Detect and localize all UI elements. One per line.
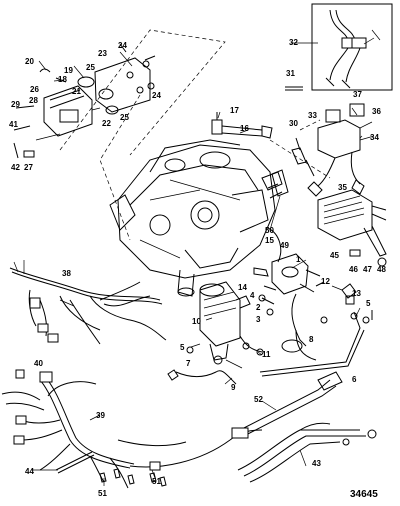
callout-5b: 5 [366, 299, 371, 308]
callout-16: 16 [240, 124, 249, 133]
callout-3: 3 [256, 315, 261, 324]
terminals-51 [99, 468, 167, 487]
callout-8: 8 [309, 335, 314, 344]
voltage-regulator [317, 189, 387, 267]
callout-21: 21 [72, 87, 81, 96]
battery-cable-9 [167, 346, 237, 385]
callout-39: 39 [96, 411, 105, 420]
inset-ignition-wire-detail [311, 3, 393, 91]
callout-42: 42 [11, 163, 20, 172]
part-31-marker [285, 86, 303, 91]
callout-4: 4 [250, 291, 255, 300]
callout-34: 34 [370, 133, 379, 142]
harness-43 [237, 422, 377, 483]
callout-52: 52 [254, 395, 263, 404]
callout-23: 23 [98, 49, 107, 58]
callout-51b: 51 [152, 477, 161, 486]
spark-plug [291, 137, 315, 177]
callout-6: 6 [352, 375, 357, 384]
callout-1: 1 [296, 255, 301, 264]
callout-17: 17 [230, 106, 239, 115]
ignition-coils [307, 103, 375, 197]
callout-7: 7 [186, 359, 191, 368]
callout-10: 10 [192, 317, 201, 326]
callout-15: 15 [265, 236, 274, 245]
callout-43: 43 [312, 459, 321, 468]
callout-47: 47 [363, 265, 372, 274]
engine-block [109, 139, 283, 297]
callout-11: 11 [262, 350, 271, 359]
callout-24b: 24 [152, 91, 161, 100]
wiring-harness-38 [9, 260, 167, 345]
figure-number: 34645 [350, 489, 378, 500]
small-hardware [15, 281, 373, 379]
wiring-harness-39 [1, 371, 263, 489]
screws-left [13, 105, 61, 159]
callout-30: 30 [289, 119, 298, 128]
starter-solenoid [253, 253, 321, 353]
callout-50: 50 [265, 226, 274, 235]
callout-14: 14 [238, 283, 247, 292]
callout-19: 19 [64, 66, 73, 75]
callout-49: 49 [280, 241, 289, 250]
battery-cables-6-8 [259, 283, 370, 377]
callout-24a: 24 [118, 41, 127, 50]
callout-labels: 1 2 3 4 5 5 6 7 8 9 10 11 12 13 14 15 16… [9, 38, 386, 498]
callout-26: 26 [30, 85, 39, 94]
callout-22: 22 [102, 119, 111, 128]
callout-38: 38 [62, 269, 71, 278]
callout-48: 48 [377, 265, 386, 274]
sensor-harness-49-50 [267, 169, 289, 263]
ignition-module-bracket [94, 43, 156, 113]
callout-41: 41 [9, 120, 18, 129]
callout-20: 20 [25, 57, 34, 66]
callout-37: 37 [353, 90, 362, 99]
callout-33: 33 [308, 111, 317, 120]
cable-tie-44 [55, 451, 95, 474]
callout-13: 13 [352, 289, 361, 298]
callout-29: 29 [11, 100, 20, 109]
callout-40: 40 [34, 359, 43, 368]
callout-leaders [32, 42, 363, 486]
harness-52 [231, 371, 343, 439]
callout-18: 18 [58, 75, 67, 84]
callout-32: 32 [289, 38, 298, 47]
callout-28: 28 [29, 96, 38, 105]
callout-51a: 51 [98, 489, 107, 498]
temperature-sensor [211, 112, 273, 139]
callout-27: 27 [24, 163, 33, 172]
callout-31: 31 [286, 69, 295, 78]
callout-36: 36 [372, 107, 381, 116]
callout-5a: 5 [180, 343, 185, 352]
callout-45: 45 [330, 251, 339, 260]
ignition-module [43, 85, 101, 137]
callout-46: 46 [349, 265, 358, 274]
callout-2: 2 [256, 303, 261, 312]
starter-motor [199, 281, 263, 365]
callout-9: 9 [231, 383, 236, 392]
dashed-mounting-leaders [59, 29, 331, 241]
callout-12: 12 [321, 277, 330, 286]
callout-25b: 25 [120, 113, 129, 122]
callout-25a: 25 [86, 63, 95, 72]
callout-44: 44 [25, 467, 34, 476]
callout-35: 35 [338, 183, 347, 192]
